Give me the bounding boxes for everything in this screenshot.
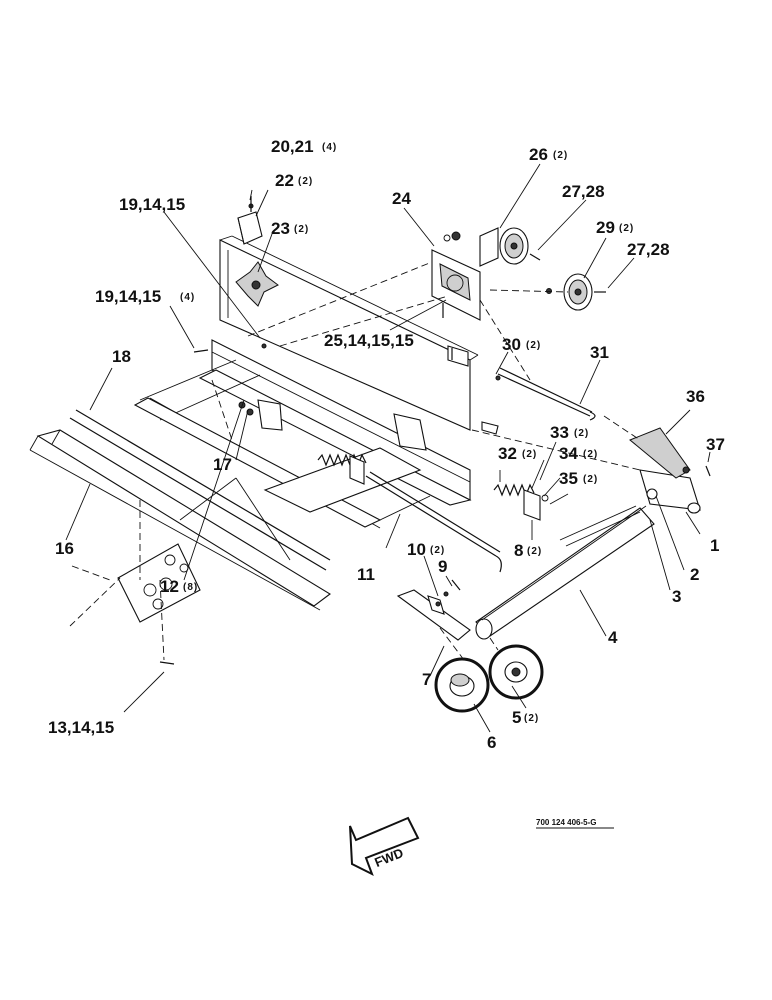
callout-19-14-15-top: 19,14,15 [119,195,185,214]
callout-32-qty: (2) [522,449,537,460]
assembly-lines [211,261,641,661]
callout-5: 5 [512,708,521,727]
callout-33: 33 [550,423,569,442]
callout-30-qty: (2) [526,340,541,351]
callout-26-qty: (2) [553,150,568,161]
callout-35: 35 [559,469,578,488]
callout-17: 17 [213,455,232,474]
callout-22-qty: (2) [298,176,313,187]
callout-27-28-right: 27,28 [627,240,670,259]
callout-2: 2 [690,565,699,584]
reference-number: 700 124 406-5-G [536,818,597,827]
callout-13-14-15: 13,14,15 [48,718,114,737]
callout-29-qty: (2) [619,223,634,234]
leader-lines [65,163,711,733]
callout-19-14-15-left-qty: (4) [180,292,195,303]
rail-16 [29,429,331,611]
inset-6 [434,657,490,713]
callout-8: 8 [514,541,523,560]
callout-6: 6 [487,733,496,752]
callout-5-qty: (2) [524,713,539,724]
callout-26: 26 [529,145,548,164]
fwd-arrow-icon: FWD [349,816,420,877]
spring-11 [317,453,367,485]
callout-19-14-15-left: 19,14,15 [95,287,161,306]
callout-29: 29 [596,218,615,237]
fasteners [159,343,501,665]
pulley-26 [479,227,541,267]
callout-20-21-qty: (4) [322,142,337,153]
callout-24: 24 [392,189,411,208]
floor-plate [133,397,431,528]
inset-5 [488,644,544,700]
callout-labels: 20,21 (4) 22 (2) 19,14,15 23 (2) 24 26 (… [48,137,725,752]
bracket-1 [559,427,711,547]
callout-37: 37 [706,435,725,454]
callout-12: 12 [160,577,179,596]
callout-7: 7 [422,670,431,689]
pulley-29 [546,273,606,311]
callout-3: 3 [672,587,681,606]
callout-23-qty: (2) [294,224,309,235]
bracket-22 [237,196,263,245]
rod-31 [447,345,596,435]
callout-31: 31 [590,343,609,362]
callout-9: 9 [438,557,447,576]
bracket-24 [431,231,481,321]
callout-32: 32 [498,444,517,463]
callout-10-qty: (2) [430,545,445,556]
reference-number-block: 700 124 406-5-G [536,818,614,829]
callout-27-28-top: 27,28 [562,182,605,201]
callout-12-qty: (8) [183,582,198,593]
callout-34-qty: (2) [583,449,598,460]
spring-32 [493,483,549,521]
callout-1: 1 [710,536,719,555]
callout-33-qty: (2) [574,428,589,439]
callout-22: 22 [275,171,294,190]
callout-35-qty: (2) [583,474,598,485]
callout-36: 36 [686,387,705,406]
callout-11: 11 [357,565,375,584]
shield-panel [219,235,479,431]
bar-7 [396,579,471,641]
callout-25-14-15-15: 25,14,15,15 [324,331,414,350]
rod-11 [365,471,502,573]
side-plate [69,500,201,661]
roller-4 [475,505,655,640]
callout-30: 30 [502,335,521,354]
callout-23: 23 [271,219,290,238]
callout-34: 34 [559,444,578,463]
callout-4: 4 [608,628,618,647]
callout-18: 18 [112,347,131,366]
callout-10: 10 [407,540,426,559]
callout-16: 16 [55,539,74,558]
callout-20-21: 20,21 [271,137,314,156]
callout-8-qty: (2) [527,546,542,557]
